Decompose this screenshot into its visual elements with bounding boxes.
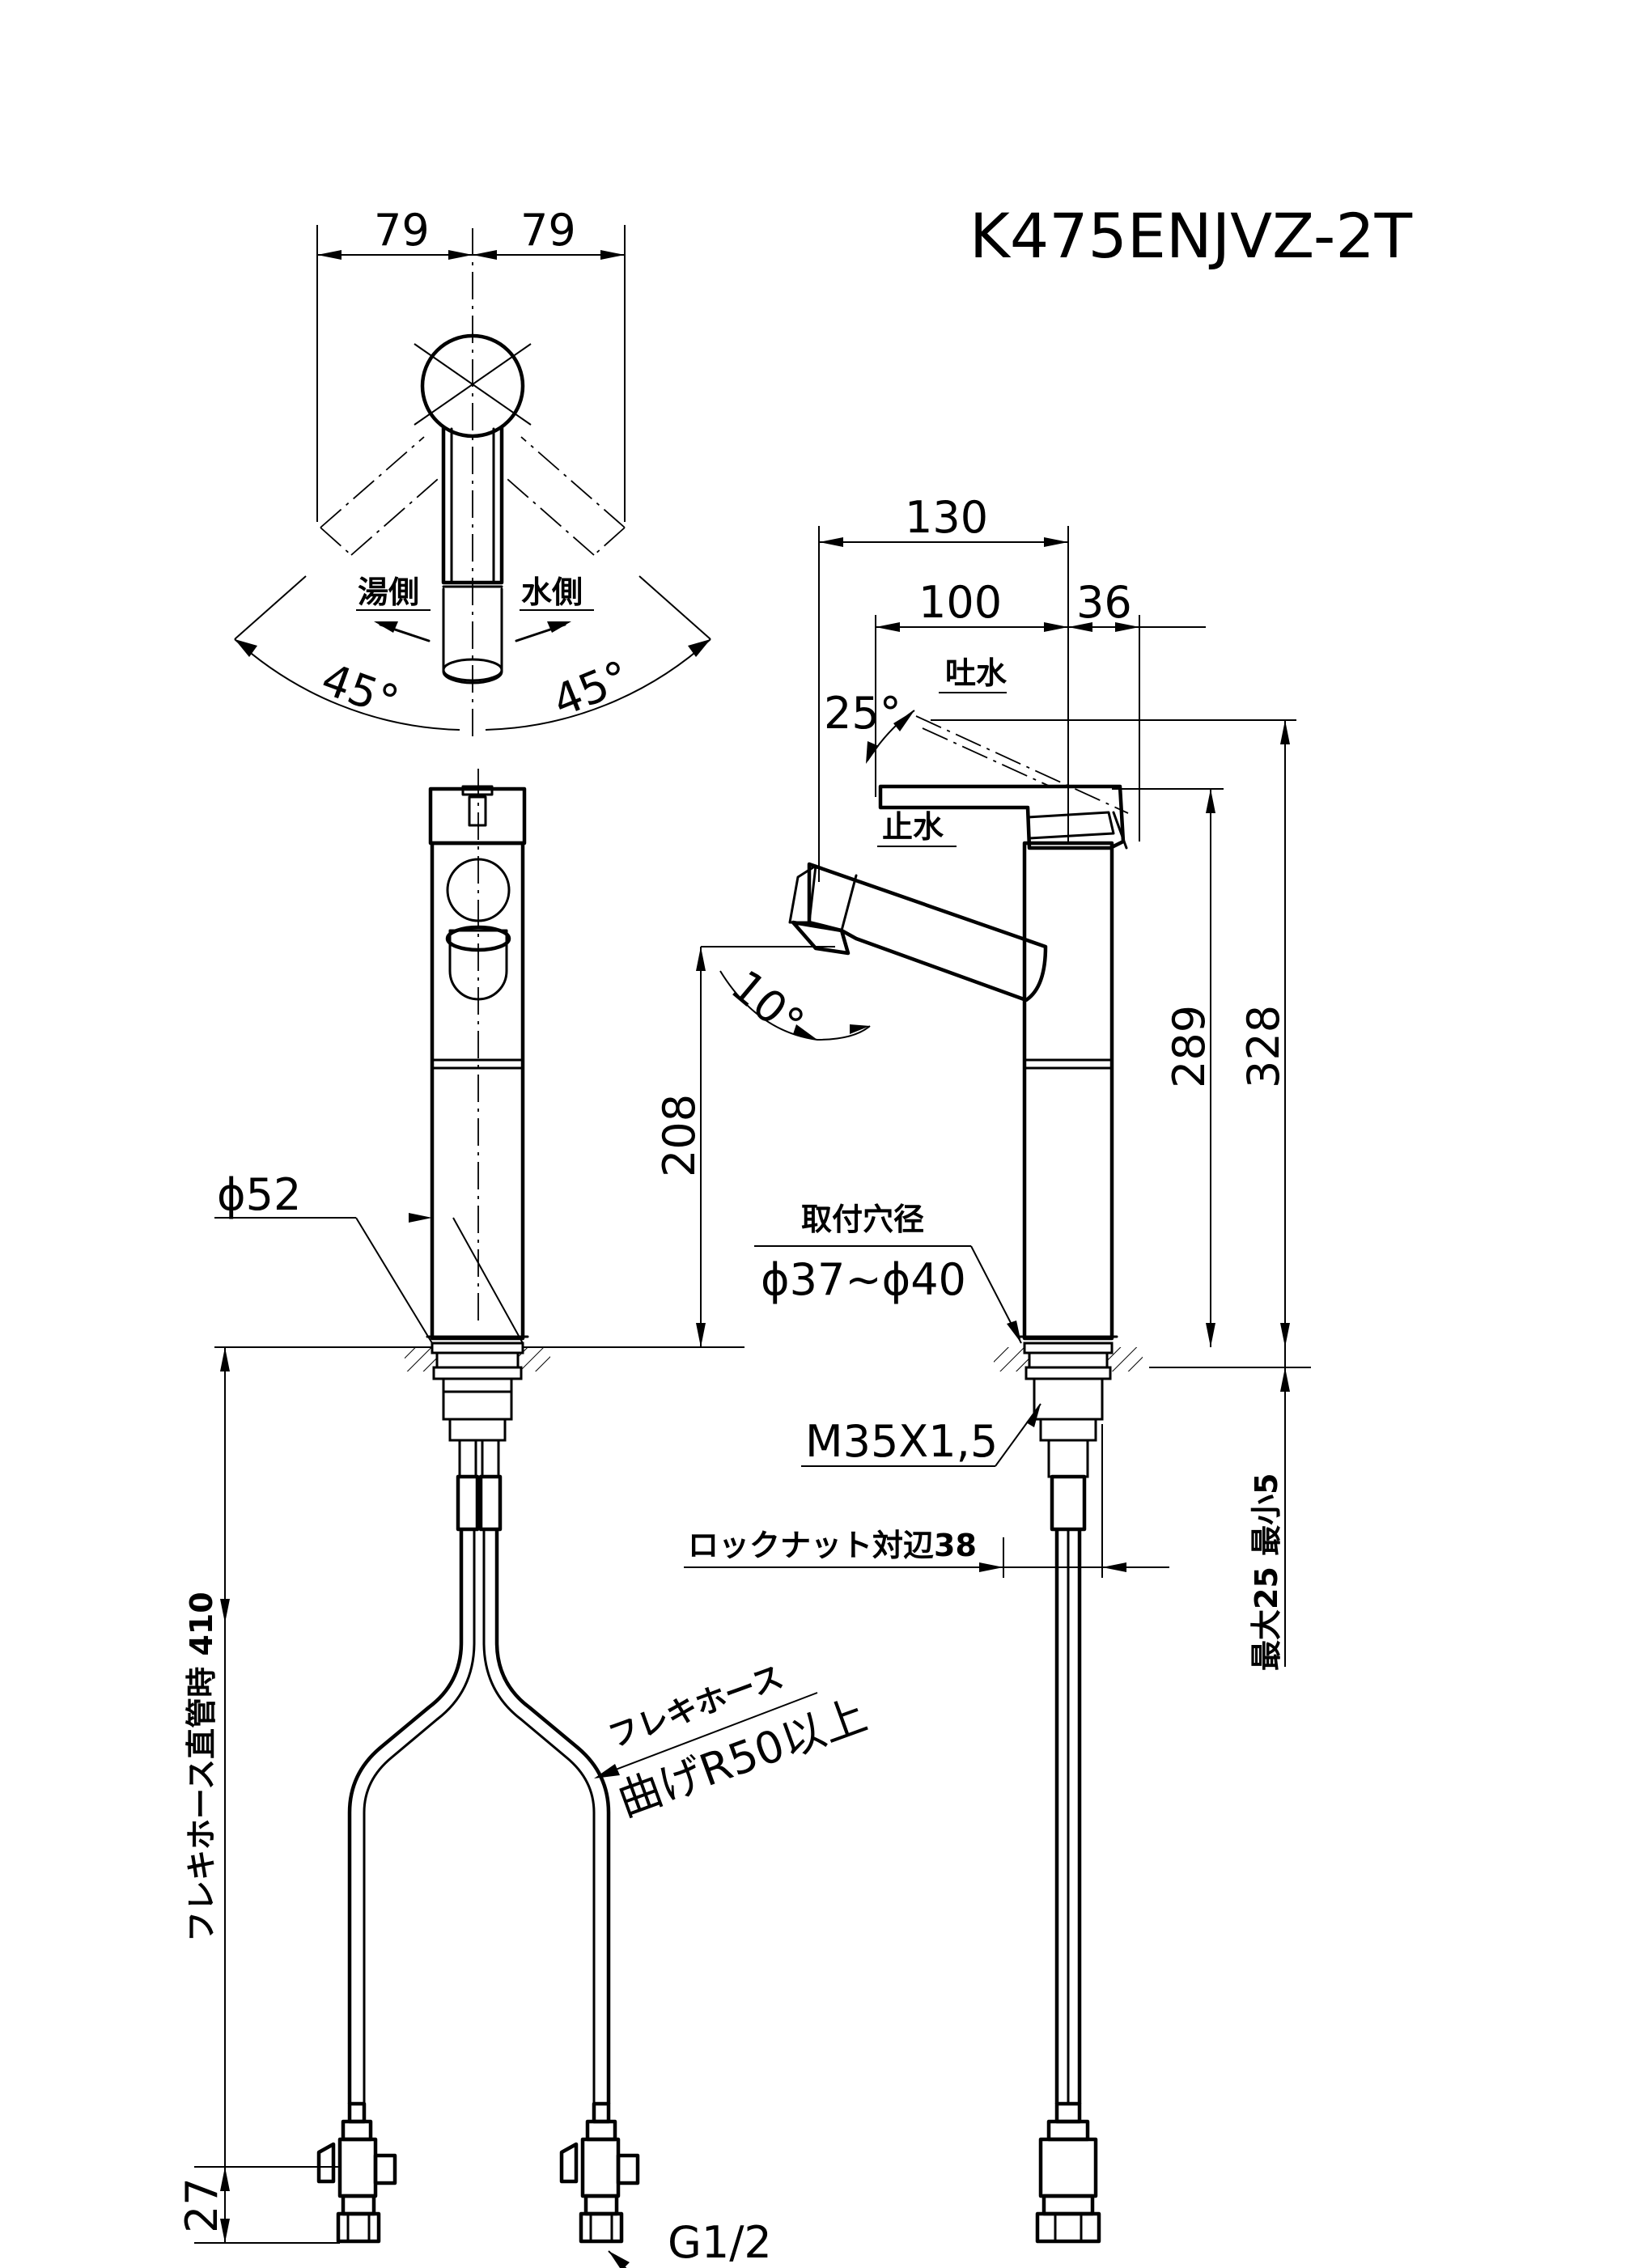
top-width-left: 79 (374, 205, 430, 256)
model-number: K475ENJVZ-2T (969, 200, 1413, 272)
angle-left-label: 45° (315, 653, 405, 727)
top-width-right: 79 (520, 205, 576, 256)
thread-size-label: M35X1,5 (805, 1416, 998, 1467)
total-height-label: 328 (1238, 1005, 1289, 1088)
depth-total-label: 130 (905, 492, 988, 543)
side-view: 130 100 36 25° 吐水 止水 10° 208 (654, 492, 1311, 2244)
open-label: 吐水 (945, 655, 1008, 691)
counter-thickness-label: 最大25 最小5 (1249, 1473, 1284, 1671)
hose-length-label: フレキホース直管時 410 (184, 1592, 219, 1942)
body-height-label: 289 (1164, 1005, 1215, 1088)
lever-offset-label: 36 (1076, 577, 1132, 628)
spout-reach-label: 100 (918, 577, 1002, 628)
top-view: 79 79 湯側 (234, 205, 711, 736)
diameter-label: ϕ52 (217, 1169, 301, 1220)
spout-height-label: 208 (654, 1094, 705, 1177)
hot-side-label: 湯側 (358, 574, 419, 610)
thread-label: G1/2 (668, 2217, 772, 2268)
mount-hole-size-label: ϕ37~ϕ40 (761, 1254, 966, 1305)
mount-hole-label: 取付穴径 (801, 1202, 924, 1237)
locknut-label: ロックナット対辺38 (688, 1528, 977, 1563)
angle-right-label: 45° (545, 651, 636, 727)
lever-angle-label: 25° (824, 688, 901, 739)
valve-height-label: 27 (176, 2177, 227, 2233)
cold-side-label: 水側 (521, 574, 583, 610)
close-label: 止水 (882, 809, 944, 845)
